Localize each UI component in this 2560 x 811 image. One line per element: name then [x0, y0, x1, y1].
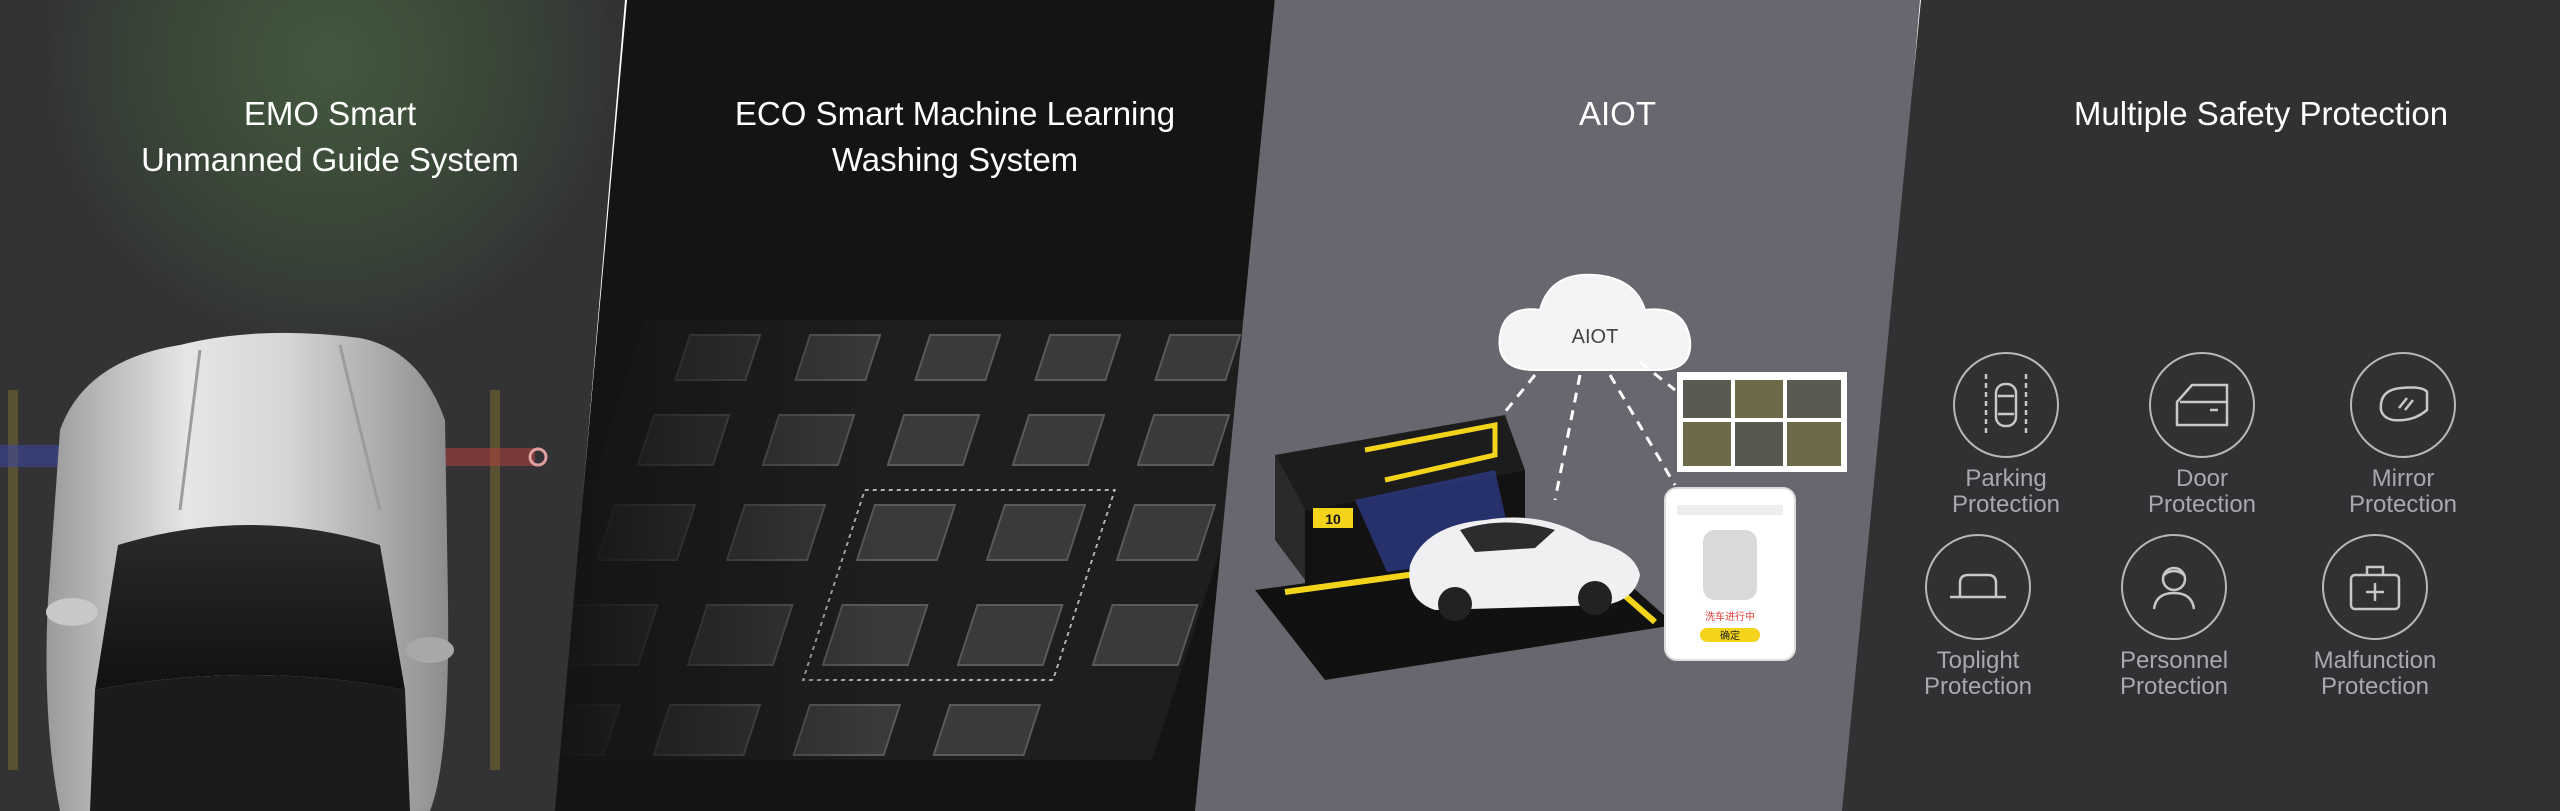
- phone-status: 洗车进行中: [1705, 610, 1755, 623]
- safety-item-mirror: Mirror Protection: [2303, 352, 2503, 518]
- left-post: [8, 390, 18, 770]
- cloud-icon: AIOT: [1498, 273, 1692, 372]
- phone-button: 确定: [1720, 629, 1740, 642]
- panel-title-emo: EMO Smart Unmanned Guide System: [141, 95, 519, 179]
- safety-item-door: Door Protection: [2102, 352, 2302, 518]
- panel-aiot: AIOT AIOT 10: [1195, 0, 1920, 811]
- left-mirror: [46, 598, 98, 626]
- safety-item-personnel: Personnel Protection: [2074, 534, 2274, 700]
- door-icon: [2149, 352, 2255, 458]
- panel-title-safety: Multiple Safety Protection: [2073, 95, 2449, 133]
- safety-item-toplight: Toplight Protection: [1878, 534, 2078, 700]
- right-post: [490, 390, 500, 770]
- white-car: [1409, 517, 1640, 621]
- booth-sign: 10: [1325, 511, 1341, 527]
- right-mirror: [406, 637, 454, 663]
- toplight-icon: [1925, 534, 2031, 640]
- roof: [90, 675, 410, 811]
- monitor-screen: [1677, 372, 1847, 472]
- panel-safety-protection: Multiple Safety Protection Parking Prote…: [1842, 0, 2560, 811]
- parking-icon: [1953, 352, 2059, 458]
- safety-item-parking: Parking Protection: [1906, 352, 2106, 518]
- cloud-label: AIOT: [1572, 326, 1619, 348]
- sensor-dot: [528, 447, 548, 467]
- car-top-view-illustration: [0, 332, 548, 811]
- panel-emo-guide-system: EMO Smart Unmanned Guide System: [0, 0, 625, 811]
- panel-title-eco: ECO Smart Machine Learning Washing Syste…: [734, 95, 1176, 179]
- red-beam: [420, 448, 535, 466]
- malfunction-icon: [2322, 534, 2428, 640]
- chip-grid-illustration: [555, 300, 1275, 811]
- panel-title-aiot: AIOT: [1578, 95, 1656, 133]
- windshield: [95, 525, 405, 690]
- mirror-icon: [2350, 352, 2456, 458]
- personnel-icon: [2121, 534, 2227, 640]
- aiot-network-illustration: AIOT 10: [1255, 273, 1847, 680]
- phone-app: 洗车进行中 确定: [1664, 487, 1796, 661]
- safety-item-malfunction: Malfunction Protection: [2275, 534, 2475, 700]
- panel-eco-washing-system: ECO Smart Machine Learning Washing Syste…: [555, 0, 1275, 811]
